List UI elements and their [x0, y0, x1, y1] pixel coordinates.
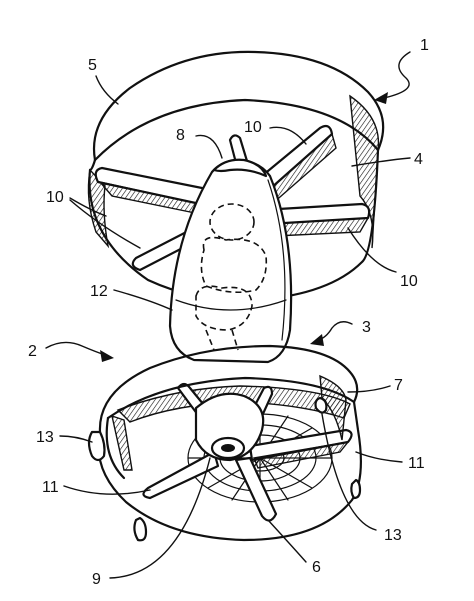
spinner-nose-inner [221, 444, 235, 452]
lower-blade-left [142, 450, 220, 500]
ref-7: 7 [394, 377, 403, 394]
lower-duct-shade-right [319, 374, 347, 441]
leader-1 [383, 51, 411, 99]
arrowhead-1 [374, 92, 388, 104]
ref-13-right: 13 [384, 527, 402, 544]
leader-10-top [269, 126, 307, 145]
leader-6 [267, 519, 307, 563]
upper-duct-outer [92, 50, 385, 162]
leader-lines [45, 51, 411, 579]
ref-11-left: 11 [42, 479, 59, 496]
leader-7 [347, 385, 391, 393]
side-thruster-front-left [133, 516, 148, 542]
ref-13-left: 13 [36, 429, 54, 446]
upper-duct-shade-left [87, 168, 110, 249]
lower-duct-inner-bottom [105, 416, 126, 480]
lower-blade-right-shade [253, 441, 350, 469]
ref-12: 12 [90, 283, 108, 300]
lower-duct-shade-left [111, 414, 133, 471]
upper-duct-lip [88, 158, 97, 172]
leader-5 [95, 75, 119, 105]
ref-4: 4 [414, 151, 423, 168]
leader-2 [45, 341, 109, 357]
leader-11-right [355, 451, 403, 463]
passenger-body-2 [195, 285, 253, 331]
passenger-legs [205, 329, 239, 351]
lower-blade-front [234, 456, 278, 522]
ref-11-right: 11 [408, 455, 425, 472]
side-thruster-left [87, 430, 106, 462]
leader-11-left [63, 485, 151, 495]
ref-6: 6 [312, 559, 321, 576]
ref-9: 9 [92, 571, 101, 588]
leader-9 [109, 457, 211, 579]
ref-3: 3 [362, 319, 371, 336]
fuselage-side-line [267, 179, 286, 341]
leader-4 [351, 157, 411, 167]
leader-10-left-b [69, 199, 141, 249]
leader-3 [317, 321, 353, 341]
ref-10-top: 10 [244, 119, 262, 136]
side-thruster-right-lower [350, 478, 362, 500]
ref-10-right: 10 [400, 273, 418, 290]
reference-numerals: 1 5 8 10 4 10 10 12 3 2 7 13 11 11 13 6 … [28, 37, 429, 588]
fuselage [168, 158, 293, 364]
leader-10-left-a [69, 197, 107, 217]
leader-12 [113, 289, 173, 311]
leader-13-left [59, 435, 93, 443]
ref-10-left: 10 [46, 189, 64, 206]
upper-blade-left-lower [131, 224, 200, 272]
leader-10-right [347, 227, 397, 273]
upper-blade-left-upper [94, 166, 214, 207]
fuselage-top-cap [212, 158, 268, 178]
ref-1: 1 [420, 37, 429, 54]
lower-duct-outer-top [98, 344, 359, 434]
arrowhead-3 [310, 334, 324, 346]
passenger-head-1 [209, 203, 255, 241]
arrowhead-2 [100, 350, 114, 362]
leader-13-right [321, 413, 377, 531]
ref-8: 8 [176, 127, 185, 144]
upper-duct-inner-back [93, 98, 380, 162]
leader-8 [195, 134, 223, 159]
ref-5: 5 [88, 57, 97, 74]
fuselage-rib [175, 299, 287, 311]
lower-rotor-unit [87, 344, 362, 542]
ref-2: 2 [28, 343, 37, 360]
